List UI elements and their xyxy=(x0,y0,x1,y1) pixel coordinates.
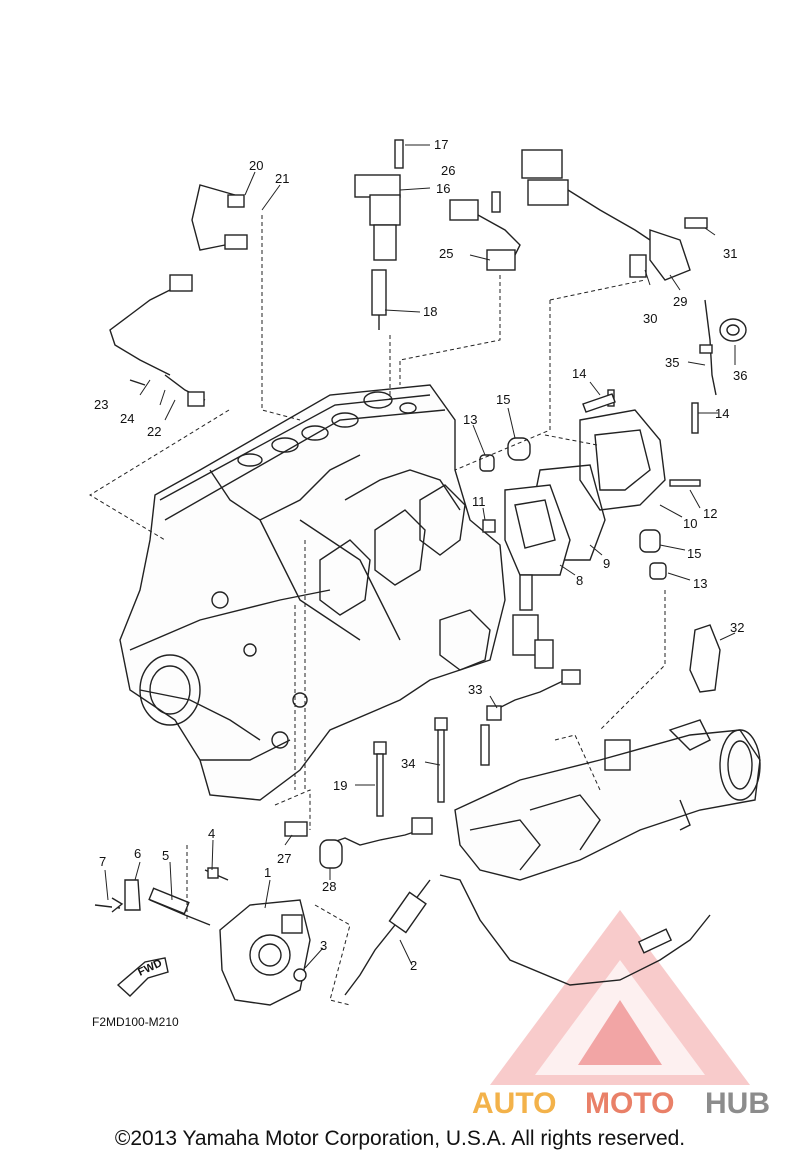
engine-block xyxy=(119,384,506,801)
svg-text:AUTO: AUTO xyxy=(472,1087,556,1120)
sensors-and-ties xyxy=(284,669,581,869)
clip-and-grommet xyxy=(689,299,747,693)
callout-1: 1 xyxy=(264,865,271,880)
callout-8: 8 xyxy=(576,573,583,588)
callout-leaders xyxy=(104,144,736,969)
callout-29: 29 xyxy=(673,294,687,309)
callout-14b: 14 xyxy=(715,406,729,421)
figure-code: F2MD100-M210 xyxy=(92,1015,179,1029)
watermark-text: AUTO MOTO HUB xyxy=(472,1087,770,1120)
sensor-wires-left xyxy=(109,184,248,407)
callout-25: 25 xyxy=(439,246,453,261)
callout-18: 18 xyxy=(423,304,437,319)
throttle-cable-parts xyxy=(94,867,711,996)
callout-17: 17 xyxy=(434,137,448,152)
sensor-connectors-top xyxy=(449,149,708,281)
callout-32: 32 xyxy=(730,620,744,635)
callout-24: 24 xyxy=(120,411,134,426)
ecu-and-mounting xyxy=(479,389,701,669)
callout-2: 2 xyxy=(410,958,417,973)
callout-30: 30 xyxy=(643,311,657,326)
callout-31: 31 xyxy=(723,246,737,261)
svg-text:MOTO: MOTO xyxy=(585,1087,674,1120)
watermark-logo xyxy=(490,910,750,1085)
leader-lines xyxy=(89,215,666,1006)
callout-9: 9 xyxy=(603,556,610,571)
ignition-coil xyxy=(354,139,404,330)
callout-28: 28 xyxy=(322,879,336,894)
callout-20: 20 xyxy=(249,158,263,173)
callout-13b: 13 xyxy=(693,576,707,591)
callout-11: 11 xyxy=(472,494,486,509)
svg-text:HUB: HUB xyxy=(705,1087,770,1120)
callout-33: 33 xyxy=(468,682,482,697)
callout-35: 35 xyxy=(665,355,679,370)
callout-labels: 1 2 3 4 5 6 7 8 9 10 11 12 13 13 14 14 1… xyxy=(94,137,747,973)
callout-3: 3 xyxy=(320,938,327,953)
callout-5: 5 xyxy=(162,848,169,863)
callout-23: 23 xyxy=(94,397,108,412)
callout-6: 6 xyxy=(134,846,141,861)
callout-10: 10 xyxy=(683,516,697,531)
copyright-notice: ©2013 Yamaha Motor Corporation, U.S.A. A… xyxy=(114,1127,686,1150)
callout-7: 7 xyxy=(99,854,106,869)
callout-36: 36 xyxy=(733,368,747,383)
throttle-body xyxy=(219,899,311,1006)
callout-27: 27 xyxy=(277,851,291,866)
callout-12: 12 xyxy=(703,506,717,521)
callout-15b: 15 xyxy=(687,546,701,561)
callout-34: 34 xyxy=(401,756,415,771)
callout-4: 4 xyxy=(208,826,215,841)
callout-14a: 14 xyxy=(572,366,586,381)
callout-15a: 15 xyxy=(496,392,510,407)
callout-19: 19 xyxy=(333,778,347,793)
callout-22: 22 xyxy=(147,424,161,439)
callout-13a: 13 xyxy=(463,412,477,427)
fwd-arrow: FWD xyxy=(116,957,169,997)
callout-21: 21 xyxy=(275,171,289,186)
callout-16: 16 xyxy=(436,181,450,196)
intake-manifold xyxy=(454,719,761,881)
callout-26: 26 xyxy=(441,163,455,178)
